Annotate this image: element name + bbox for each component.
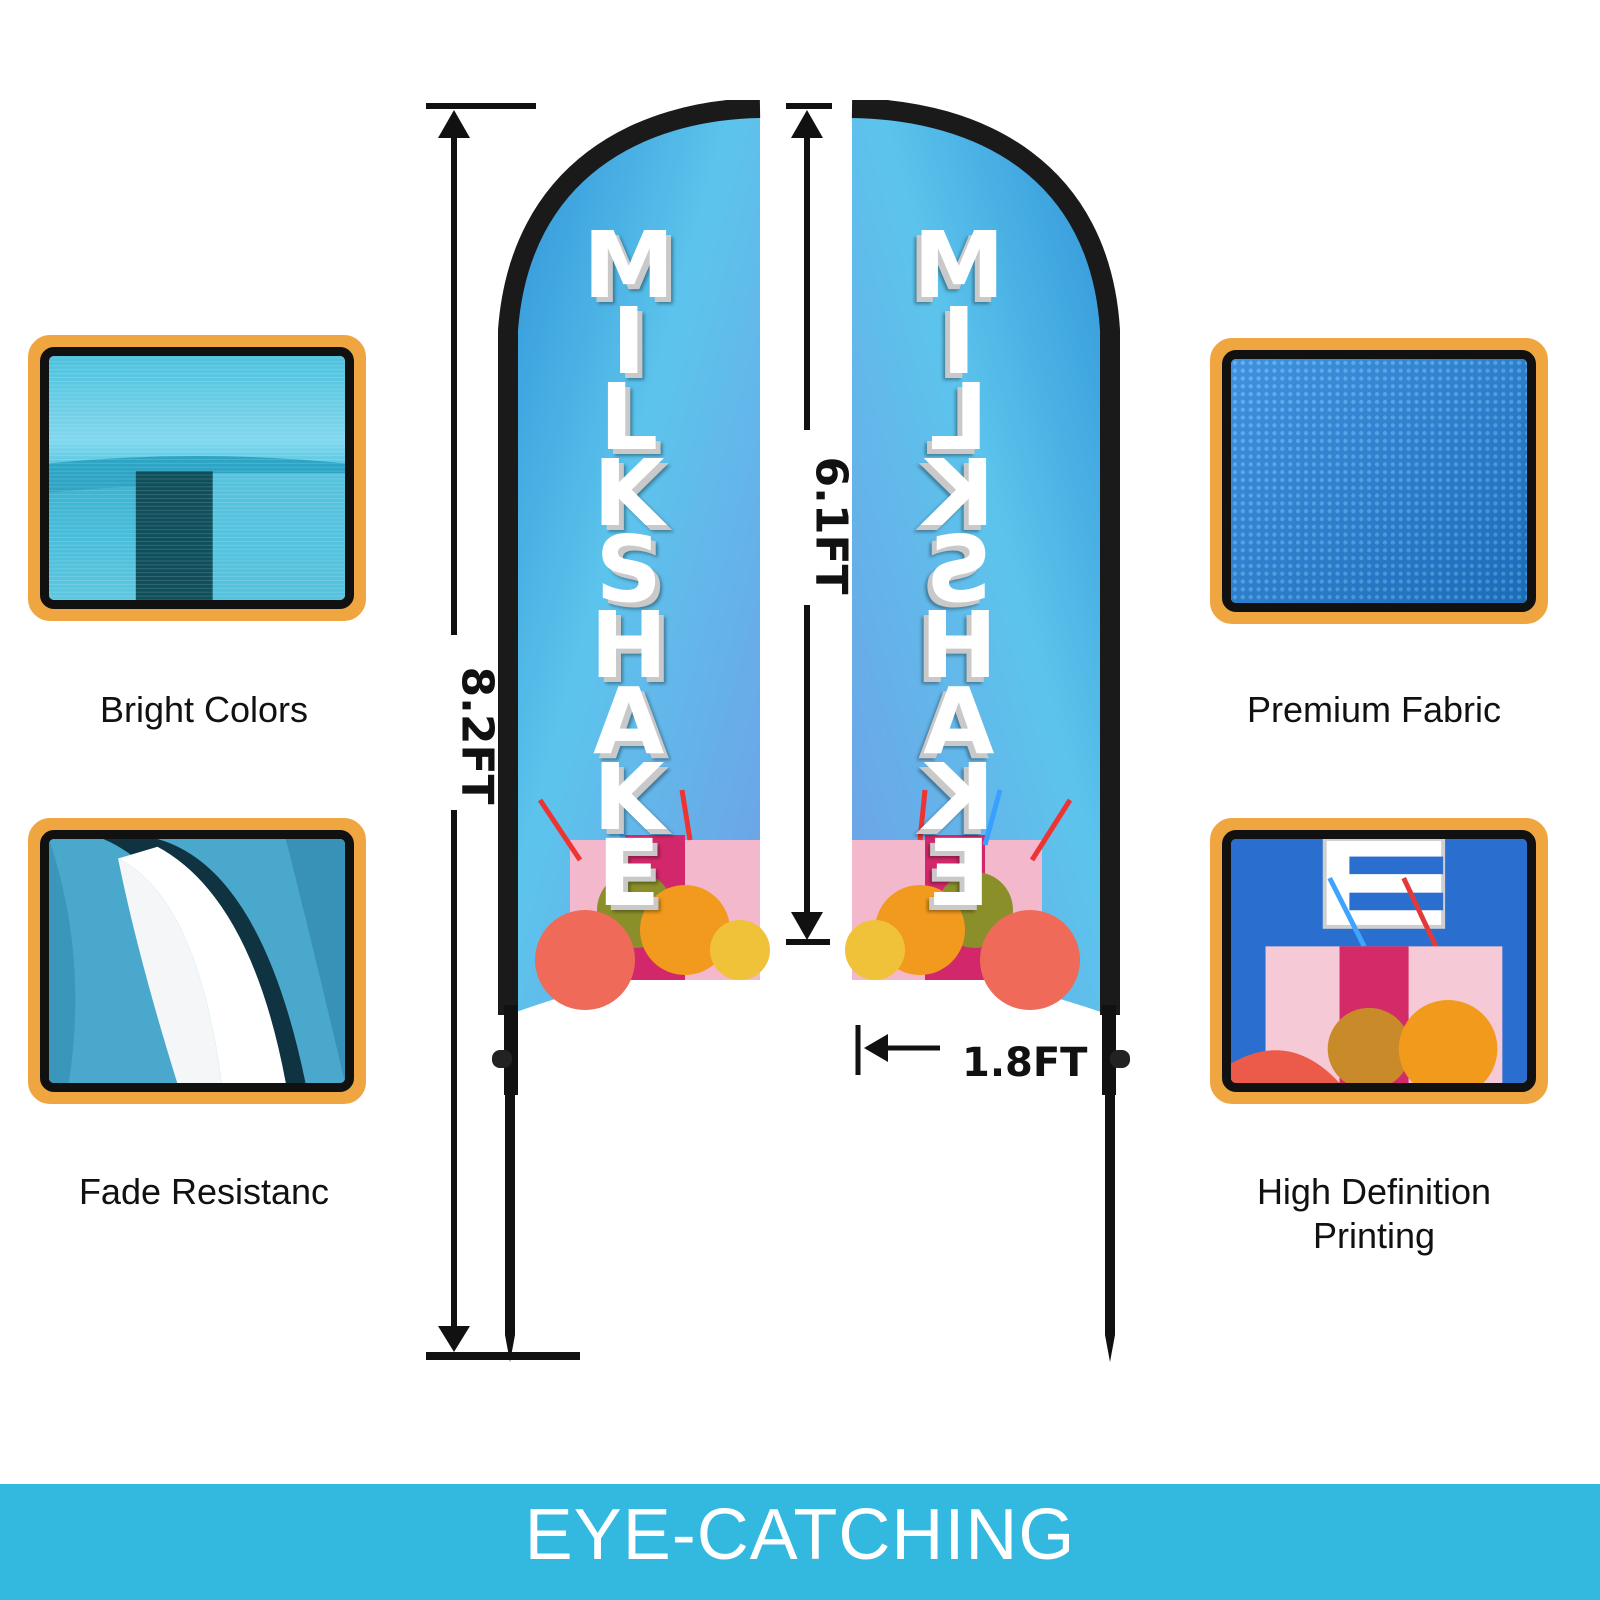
right-flag-pole-clip (1110, 1050, 1130, 1068)
premium-fabric-caption: Premium Fabric (1246, 689, 1502, 730)
flag-height-label: 6.1FT (805, 456, 857, 595)
right-flag-drinks (845, 789, 1080, 1010)
flag-width-dimension (855, 1025, 940, 1075)
bright-colors-swatch (40, 347, 354, 609)
right-flag-body (852, 108, 1110, 1015)
right-flag-frame (851, 100, 1120, 1015)
hd-printing-swatch (1222, 830, 1536, 1092)
bright-colors-card (28, 335, 366, 621)
left-flag-pole-clip (492, 1050, 512, 1068)
left-flag-frame (498, 100, 761, 1015)
flag-illustration (426, 100, 1130, 1362)
bright-colors-caption: Bright Colors (99, 689, 309, 730)
hd-printing-caption-line2: Printing (1312, 1215, 1436, 1256)
right-flag-pole-upper (1102, 1005, 1116, 1095)
fade-resistance-caption: Fade Resistanc (78, 1171, 330, 1212)
hd-printing-caption-line1: High Definition (1256, 1171, 1492, 1212)
fade-resistance-card (28, 818, 366, 1104)
left-flag-ground-spike (505, 1095, 515, 1335)
total-height-label: 8.2FT (451, 666, 503, 805)
premium-fabric-card (1210, 338, 1548, 624)
flag-width-label: 1.8FT (962, 1040, 1088, 1086)
flag-height-dimension (786, 103, 832, 945)
hd-printing-card (1210, 818, 1548, 1104)
left-flag-body (508, 108, 760, 1015)
total-height-dimension (426, 103, 580, 1360)
right-flag-ground-spike (1105, 1095, 1115, 1335)
left-flag-pole-upper (504, 1005, 518, 1095)
fade-resistance-swatch (40, 830, 354, 1092)
banner-title: EYE-CATCHING (524, 1495, 1076, 1575)
bottom-banner: EYE-CATCHING (0, 1484, 1600, 1600)
premium-fabric-swatch (1222, 350, 1536, 612)
left-flag-drinks (535, 789, 770, 1010)
